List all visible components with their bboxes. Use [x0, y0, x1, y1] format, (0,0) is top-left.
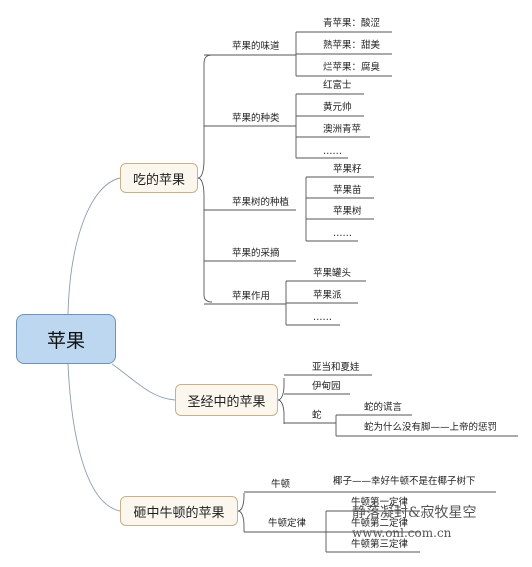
leaf-newton-third-law[interactable]: 牛顿第三定律	[351, 539, 409, 550]
eating-trunk-lower	[197, 177, 213, 303]
topic-snake[interactable]: 蛇	[312, 410, 322, 421]
leaf-ellipsis[interactable]: ……	[333, 228, 352, 239]
leaf-newton-first-law[interactable]: 牛顿第一定律	[351, 497, 409, 508]
leaf-rotten-apple[interactable]: 烂苹果：腐臭	[323, 62, 381, 73]
topic-apple-uses[interactable]: 苹果作用	[232, 291, 271, 302]
leaf-golden-delicious[interactable]: 黄元帅	[323, 102, 352, 113]
root-node[interactable]: 苹果	[16, 314, 116, 364]
leaf-fuji[interactable]: 红富士	[323, 80, 352, 91]
leaf-apple-seedling[interactable]: 苹果苗	[333, 185, 362, 196]
newton-trunk-lower	[237, 510, 245, 532]
leaf-granny-smith[interactable]: 澳洲青苹	[323, 124, 362, 135]
watermark-url: www.onl.com.cn	[352, 526, 452, 540]
leaf-green-apple[interactable]: 青苹果：酸涩	[323, 18, 381, 29]
topic-eden[interactable]: 伊甸园	[312, 381, 341, 392]
leaf-ellipsis[interactable]: ……	[313, 312, 332, 323]
leaf-ripe-apple[interactable]: 熟苹果：甜美	[323, 40, 381, 51]
leaf-apple-pie[interactable]: 苹果派	[313, 290, 342, 301]
leaf-snake-no-feet[interactable]: 蛇为什么没有脚——上帝的惩罚	[364, 422, 498, 433]
topic-apple-picking[interactable]: 苹果的采摘	[232, 248, 280, 259]
leaf-apple-seed[interactable]: 苹果籽	[333, 164, 362, 175]
topic-newton[interactable]: 牛顿	[271, 479, 291, 490]
branch-newton-apple[interactable]: 砸中牛顿的苹果	[120, 496, 238, 526]
leaf-coconut[interactable]: 椰子——幸好牛顿不是在椰子树下	[333, 476, 476, 487]
leaf-snake-lie[interactable]: 蛇的谎言	[364, 402, 403, 413]
topic-tree-planting[interactable]: 苹果树的种植	[232, 197, 290, 208]
topic-apple-taste[interactable]: 苹果的味道	[232, 41, 280, 52]
eating-trunk-upper	[197, 54, 213, 179]
branch-eating-apple[interactable]: 吃的苹果	[120, 163, 198, 193]
leaf-apple-tree[interactable]: 苹果树	[333, 206, 362, 217]
root-to-eating-connector	[67, 177, 121, 315]
watermark-title: 静落凝封&寂牧星空	[352, 505, 477, 521]
root-to-newton-connector	[67, 363, 121, 512]
topic-newton-laws[interactable]: 牛顿定律	[268, 518, 307, 529]
branch-bible-apple[interactable]: 圣经中的苹果	[175, 384, 278, 416]
topic-apple-varieties[interactable]: 苹果的种类	[232, 113, 280, 124]
leaf-canned-apple[interactable]: 苹果罐头	[313, 268, 352, 279]
bible-trunk-upper	[277, 378, 285, 401]
topic-adam-eve[interactable]: 亚当和夏娃	[312, 362, 360, 373]
newton-trunk-upper	[237, 493, 245, 512]
leaf-ellipsis[interactable]: ……	[323, 146, 342, 157]
root-to-bible-connector	[111, 363, 176, 401]
bible-trunk-lower	[277, 399, 285, 424]
leaf-newton-second-law[interactable]: 牛顿第二定律	[351, 518, 409, 529]
